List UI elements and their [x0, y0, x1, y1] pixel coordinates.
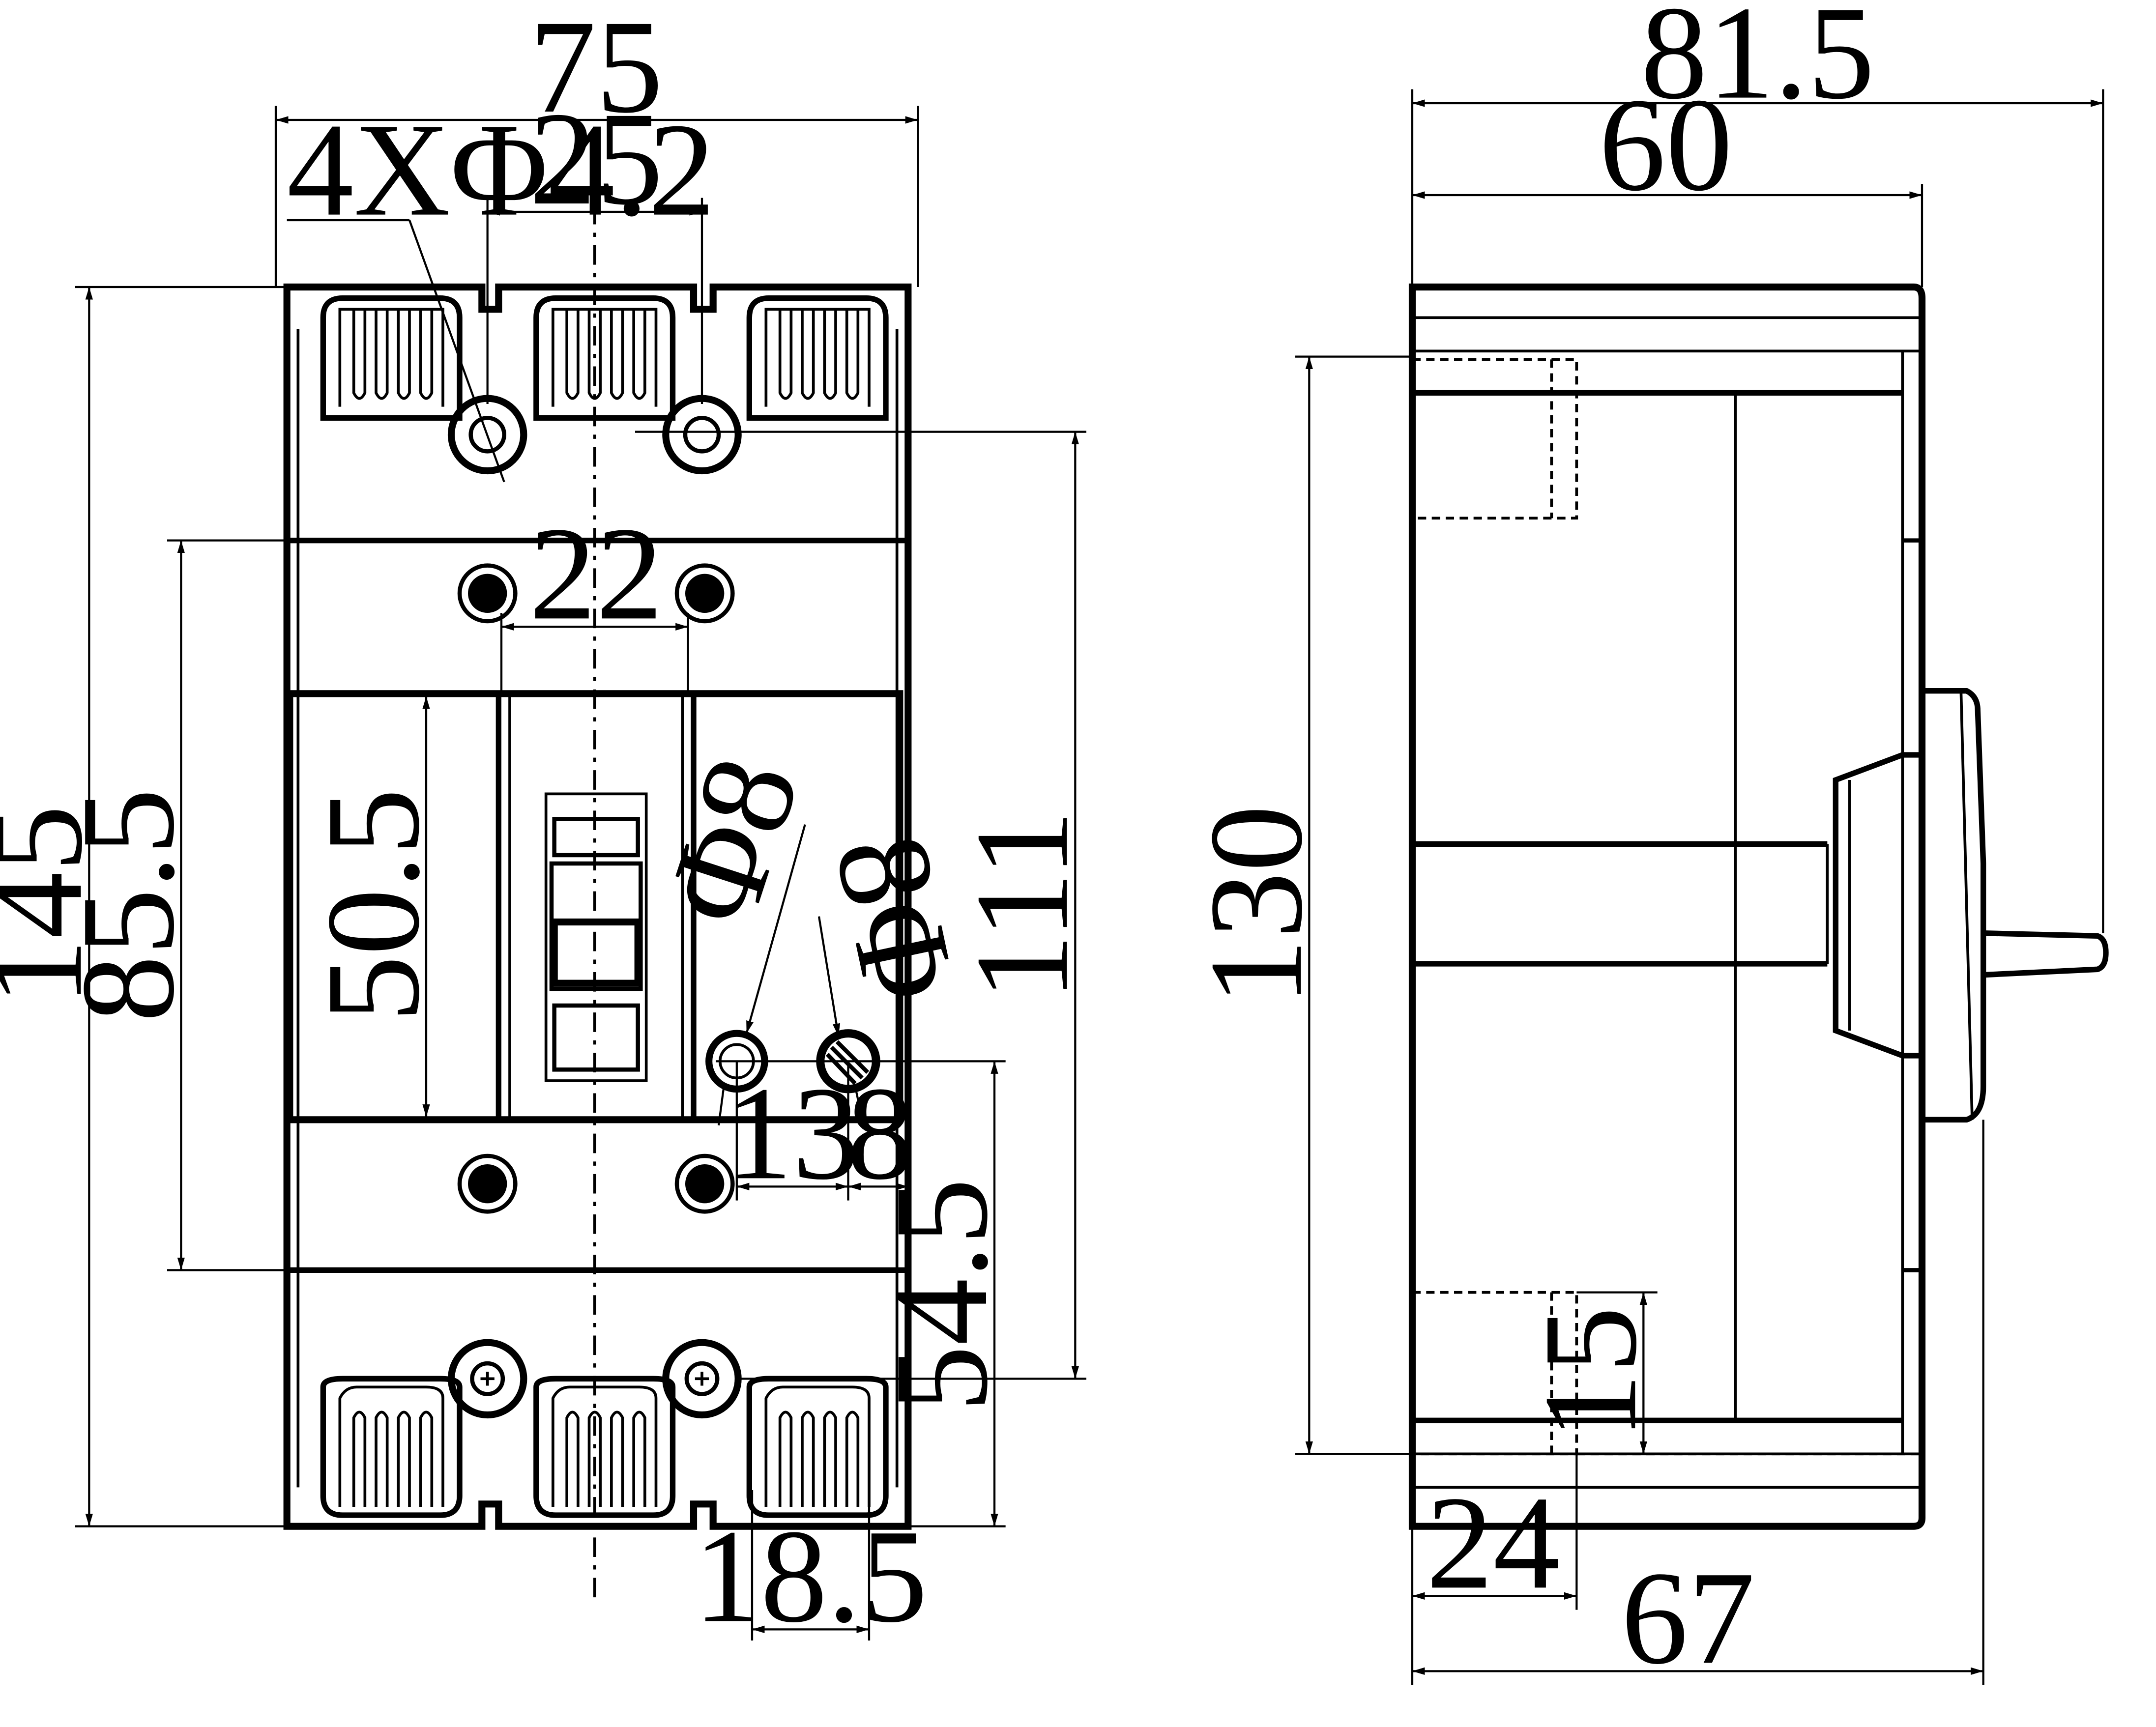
dim-mounting-height: 111 [948, 810, 1096, 1001]
dim-lower-height: 54.5 [867, 1178, 1015, 1412]
dim-overall-depth: 81.5 [1641, 0, 1875, 127]
dim-body-depth: 60 [1599, 71, 1733, 219]
mounting-hole-icon [447, 1339, 527, 1419]
terminal-bot-3 [749, 1379, 886, 1515]
cover-screw-icon [457, 563, 518, 624]
side-inner-body [1412, 390, 1903, 1424]
dim-terminal-width: 18.5 [694, 1502, 928, 1650]
terminal-bot-2 [536, 1379, 673, 1515]
cover-screw-icon [674, 563, 735, 624]
side-body-outline [1408, 283, 1926, 1530]
dim-side-height: 130 [1182, 805, 1330, 1006]
dim-overall-height: 145 [0, 805, 110, 1006]
side-view: 81.5 60 130 15 24 67 [1182, 0, 2109, 1692]
cover-screw-icon [674, 1153, 735, 1214]
dim-terminal-offset: 24 [1426, 1468, 1560, 1616]
terminal-top-2 [536, 298, 673, 418]
side-handle-icon [1833, 688, 2109, 1123]
mounting-hole-icon [662, 1339, 742, 1419]
dim-depth-to-handle: 67 [1621, 1544, 1755, 1692]
terminal-top-1 [323, 298, 460, 418]
dim-window-height: 50.5 [299, 788, 447, 1022]
cover-screw-icon [457, 1153, 518, 1214]
dim-screw-spacing: 22 [529, 499, 663, 647]
front-view: 75 25 4XΦ4.2 145 85.5 50.5 22 111 [0, 0, 1096, 1650]
dim-mounting-holes: 4XΦ4.2 [287, 96, 715, 244]
mounting-hole-icon [662, 395, 742, 475]
dim-hole-spacing: 25 [529, 85, 663, 232]
terminal-bot-1 [323, 1379, 460, 1515]
dim-overall-width: 75 [529, 0, 663, 141]
dim-cover-height: 85.5 [54, 788, 202, 1022]
dim-terminal-depth: 15 [1516, 1306, 1664, 1440]
terminal-top-3 [749, 298, 886, 418]
dim-offset-8: 8 [847, 1059, 914, 1207]
dim-indicator-hole: Φ8 [636, 740, 827, 942]
dim-screw-hole: 8Φ [807, 822, 986, 1014]
dim-offset-13: 13 [726, 1059, 859, 1207]
